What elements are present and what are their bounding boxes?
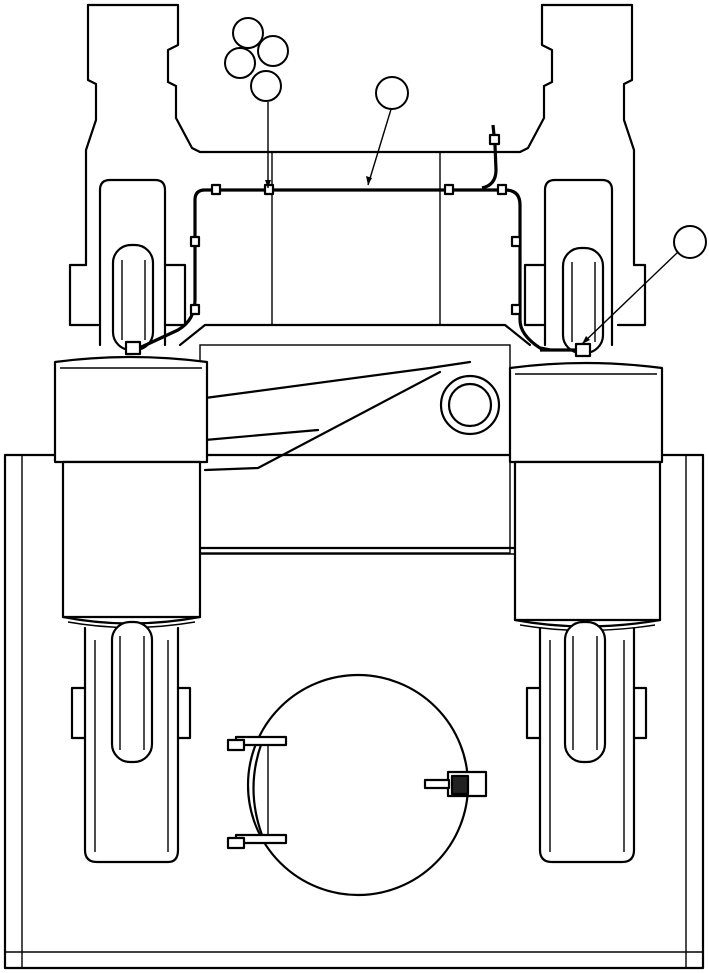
callout-cluster-3 [224,47,256,79]
right-upper-wheel [523,178,647,355]
harness-clamp [443,183,455,196]
harness-clamp [189,303,201,316]
left-sensor-connector [124,340,142,356]
right-lower-wheel [525,620,648,864]
wiring-harness [124,124,592,358]
upper-yoke [84,3,636,326]
centre-frame [178,323,532,555]
harness-clamp [488,133,501,146]
right-leg-cylinder [508,361,664,632]
callout-cluster-2 [257,35,289,67]
lower-body [3,453,705,970]
harness-clamp [189,235,201,248]
callouts [224,17,707,345]
callout-cluster-1 [232,17,264,49]
pivot-pin-inner [447,382,493,428]
harness-clamp [263,183,275,196]
callout-cluster-4 [250,70,282,102]
left-upper-wheel [68,178,187,352]
callout-right-sensor [673,225,707,259]
harness-clamp [510,303,522,316]
right-sensor-connector [574,342,592,358]
harness-clamp [496,183,508,196]
left-lower-wheel [70,620,192,864]
access-cover [226,673,488,897]
harness-clamp [210,183,222,196]
leader-line [367,105,393,186]
callout-harness [375,76,409,110]
left-leg-cylinder [53,355,209,629]
harness-clamp [510,235,522,248]
leader-line [581,251,679,345]
